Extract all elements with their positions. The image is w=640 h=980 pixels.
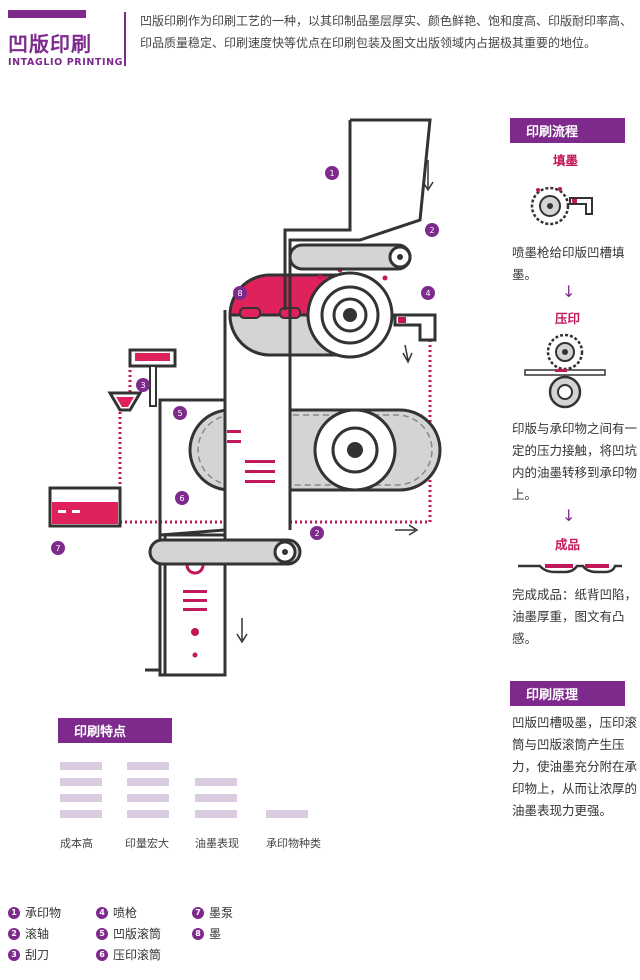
feature-level-bar [127,778,169,786]
intaglio-machine-diagram: 1 2 2 3 4 5 6 7 8 [48,118,442,677]
svg-text:8: 8 [237,289,242,298]
feature-level-bar [60,762,102,770]
svg-text:3: 3 [140,381,145,390]
step-product-desc: 完成成品：纸背凹陷，油墨厚重，图文有凸感。 [512,587,638,646]
roller-lower [148,538,302,566]
step-press-desc: 印版与承印物之间有一定的压力接触，将凹坑内的油墨转移到承印物上。 [512,421,638,502]
arrow-down-icon: ↓ [562,282,576,301]
svg-text:2: 2 [314,529,319,538]
principle-title: 印刷原理 [510,681,625,706]
feature-label-substrate: 承印物种类 [266,837,321,850]
title-accent-bar [8,10,86,18]
feature-label-cost: 成本高 [60,837,93,850]
feature-level-bar [195,810,237,818]
intro-text: 凹版印刷作为印刷工艺的一种，以其印制品墨层厚实、颜色鲜艳、饱和度高、印版耐印率高… [140,14,633,50]
svg-text:4: 4 [425,289,430,298]
fill-step-illustration [530,186,593,226]
step-press-title: 压印 [555,311,581,326]
press-step-illustration [524,333,606,409]
feature-level-bar [127,794,169,802]
arrow-down-icon-2: ↓ [562,506,576,525]
diagram-marker-2b: 2 [310,526,324,540]
feature-level-bar [60,778,102,786]
feature-level-bar [266,810,308,818]
feature-level-bar [60,794,102,802]
feature-level-bar [195,778,237,786]
step-product-title: 成品 [555,537,581,552]
svg-text:5: 5 [177,409,182,418]
diagram-marker-4: 4 [421,286,435,300]
features-title: 印刷特点 [58,718,172,743]
product-illustration [518,564,622,574]
feature-level-bar [127,762,169,770]
feature-level-bar [127,810,169,818]
features-bars [60,762,360,822]
header-divider [124,12,126,66]
page-subtitle: INTAGLIO PRINTING [8,57,124,68]
page-title: 凹版印刷 [8,32,92,56]
process-title: 印刷流程 [510,118,625,143]
svg-text:6: 6 [179,494,184,503]
diagram-marker-1: 1 [325,166,339,180]
diagram-marker-8: 8 [233,286,247,300]
feature-label-ink: 油墨表现 [195,837,239,850]
principle-desc: 凹版凹槽吸墨，压印滚筒与凹版滚筒产生压力，使油墨充分附在承印物上，从而让浓厚的油… [512,715,638,818]
svg-text:1: 1 [329,169,334,178]
svg-text:2: 2 [429,226,434,235]
feature-level-bar [60,810,102,818]
diagram-marker-6: 6 [175,491,189,505]
feature-label-volume: 印量宏大 [125,837,169,850]
svg-text:7: 7 [55,544,60,553]
step-fill-desc: 喷墨枪给印版凹槽填墨。 [512,245,625,282]
diagram-marker-3: 3 [136,378,150,392]
diagram-marker-2a: 2 [425,223,439,237]
step-fill-title: 填墨 [553,153,579,168]
feature-level-bar [195,794,237,802]
diagram-marker-5: 5 [173,406,187,420]
diagram-marker-7: 7 [51,541,65,555]
